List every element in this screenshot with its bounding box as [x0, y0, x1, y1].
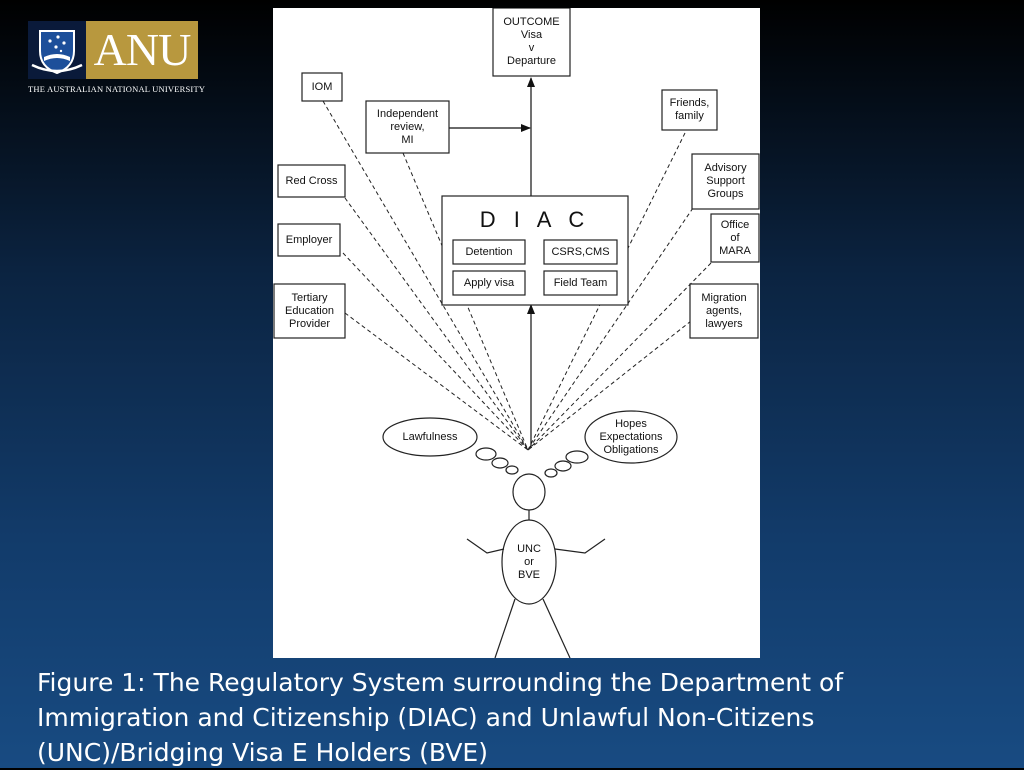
figure-caption: Figure 1: The Regulatory System surround…: [37, 668, 844, 767]
unc-bve-label: UNC or BVE: [517, 542, 541, 581]
anu-wordmark: ANU: [86, 21, 198, 79]
tertiary-education-box: Tertiary Education Provider: [285, 291, 334, 330]
detention-box: Detention: [465, 245, 513, 258]
mara-box: Office of MARA: [719, 218, 751, 257]
apply-visa-box: Apply visa: [463, 276, 515, 289]
lawfulness-bubble: Lawfulness: [402, 430, 458, 443]
anu-crest-icon: [28, 21, 86, 79]
box-shapes: [273, 8, 760, 339]
regulatory-system-diagram: OUTCOME Visa v Departure IOM Independent…: [273, 8, 760, 658]
migration-agents-box: Migration agents, lawyers: [701, 291, 747, 330]
field-team-box: Field Team: [553, 276, 608, 289]
hopes-bubble: Hopes Expectations Obligations: [599, 417, 663, 456]
diagram-lines: [273, 8, 760, 658]
employer-box: Employer: [285, 233, 333, 246]
advisory-support-box: Advisory Support Groups: [704, 162, 747, 200]
csrs-cms-box: CSRS,CMS: [551, 245, 610, 258]
thought-bubbles: [382, 410, 678, 478]
anu-subtitle: THE AUSTRALIAN NATIONAL UNIVERSITY: [28, 84, 206, 94]
diac-title: D I A C: [479, 206, 591, 232]
outcome-box: OUTCOME Visa v Departure: [503, 16, 560, 67]
friends-family-box: Friends, family: [669, 97, 710, 122]
independent-review-box: Independent review, MI: [376, 107, 439, 146]
iom-box: IOM: [311, 80, 333, 93]
red-cross-box: Red Cross: [285, 174, 338, 187]
person-figure: [466, 473, 606, 658]
